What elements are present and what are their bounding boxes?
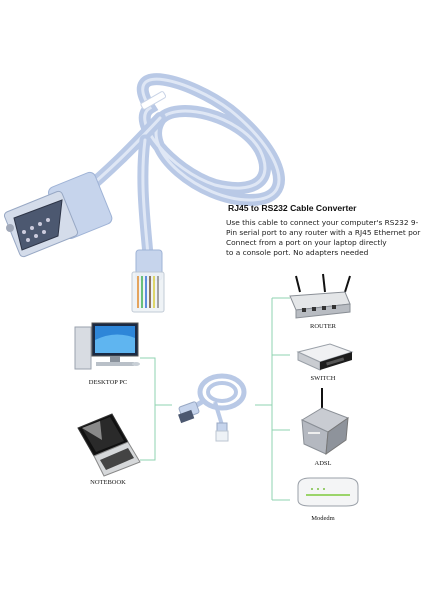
connection-diagram bbox=[74, 273, 359, 507]
description-line: to a console port. No adapters needed bbox=[226, 248, 369, 257]
switch-image bbox=[296, 343, 354, 371]
router-label: ROUTER bbox=[310, 323, 336, 330]
description-line: Pin serial port to any router with a RJ4… bbox=[226, 228, 421, 237]
adsl-label: ADSL bbox=[314, 460, 332, 467]
desktop-pc-label: DESKTOP PC bbox=[88, 379, 128, 386]
product-heading: RJ45 to RS232 Cable Converter bbox=[228, 203, 357, 213]
switch-label: SWITCH bbox=[310, 375, 336, 382]
adsl-modem-image bbox=[300, 388, 350, 456]
description-line: Use this cable to connect your computer'… bbox=[226, 218, 419, 227]
description-line: Connect from a port on your laptop direc… bbox=[226, 238, 387, 247]
rj45-connector bbox=[131, 249, 165, 313]
modem-label: Modedm bbox=[311, 515, 335, 522]
desktop-pc-image bbox=[74, 322, 140, 370]
modem-image bbox=[297, 477, 359, 507]
router-image bbox=[289, 273, 351, 319]
db9-connector bbox=[3, 171, 113, 258]
notebook-image bbox=[77, 413, 141, 477]
cable-hero-illustration bbox=[3, 73, 285, 313]
notebook-label: NOTEBOOK bbox=[90, 479, 126, 486]
cable-small-image bbox=[178, 373, 247, 442]
connection-lines bbox=[140, 297, 290, 501]
